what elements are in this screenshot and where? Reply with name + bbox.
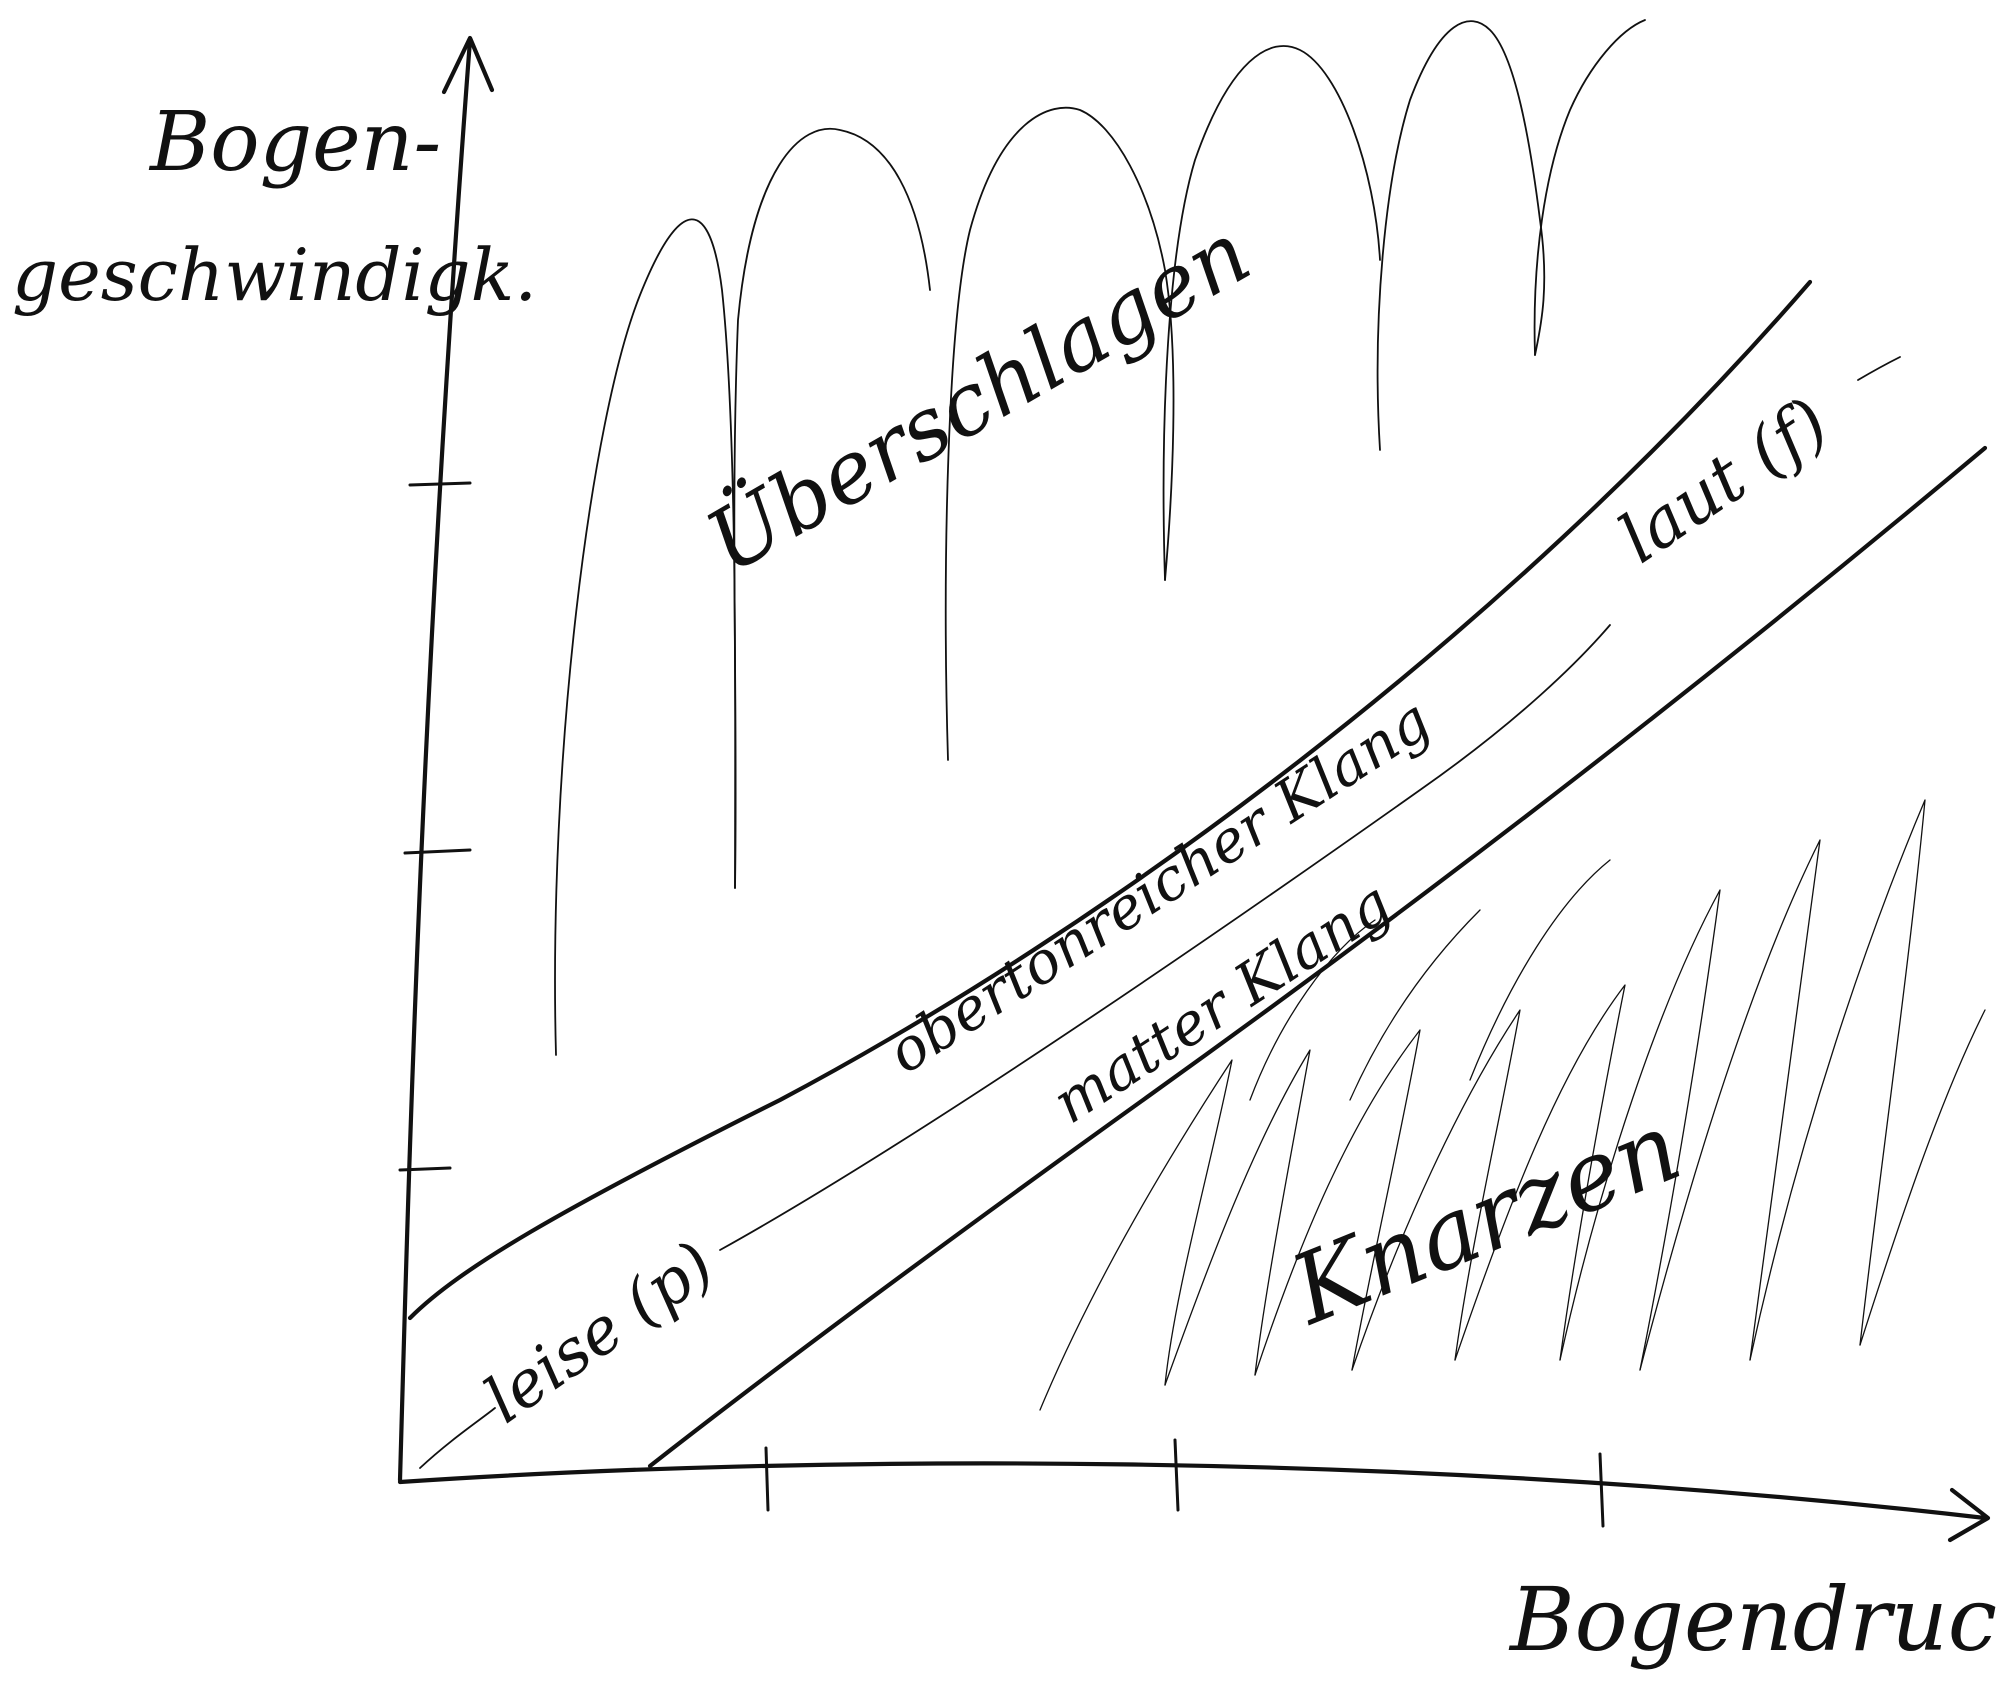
x-tick-3 — [1598, 1452, 1605, 1528]
y-axis-label-line1: Bogen- — [148, 95, 441, 190]
region-label-upper: Überschlagen — [690, 202, 1266, 593]
upper-loop-6 — [1533, 19, 1646, 356]
upper-boundary-line — [407, 279, 1813, 1321]
lower-zigzag-12 — [1469, 859, 1611, 1081]
dynamic-label-soft: leise (p) — [472, 1228, 728, 1438]
x-tick-2 — [1173, 1438, 1180, 1512]
lower-zigzag-5 — [1454, 984, 1626, 1361]
x-axis-arrowhead — [1947, 1487, 1991, 1543]
y-tick-2 — [403, 848, 472, 855]
x-axis-label: Bogendruck — [1508, 1568, 2000, 1671]
lower-zigzag-9 — [1859, 1009, 1986, 1346]
middle-line-left — [419, 1407, 496, 1469]
middle-line-center — [719, 624, 1611, 1251]
x-tick-1 — [764, 1446, 770, 1512]
y-axis — [397, 37, 473, 1483]
upper-loop-4 — [1162, 45, 1381, 581]
lower-zigzag-1 — [1039, 1059, 1233, 1411]
dynamic-label-loud: laut (f) — [1605, 383, 1843, 579]
lower-zigzag-7 — [1639, 839, 1821, 1371]
middle-line-right — [1857, 356, 1901, 381]
y-tick-3 — [408, 481, 472, 487]
lower-zigzag-2 — [1164, 1049, 1311, 1386]
lower-zigzag-4 — [1351, 1009, 1521, 1371]
axes — [397, 35, 1991, 1543]
y-axis-label-line2: geschwindigk. — [12, 233, 537, 317]
lower-zigzag-11 — [1349, 909, 1481, 1101]
y-tick-1 — [398, 1166, 452, 1172]
lower-zigzag-8 — [1749, 799, 1926, 1361]
lower-boundary-line — [647, 445, 1988, 1469]
upper-loop-3 — [944, 106, 1175, 761]
labels: Bogen- geschwindigk. Bogendruck Überschl… — [12, 95, 2000, 1671]
y-axis-arrowhead — [441, 35, 495, 95]
region-label-lower: Knarzen — [1275, 1090, 1695, 1347]
lower-region-hatching — [1039, 799, 1986, 1411]
upper-region-hatching — [554, 19, 1646, 1056]
band-boundaries — [407, 279, 1988, 1469]
upper-loop-5 — [1376, 20, 1546, 451]
x-axis — [397, 1461, 1988, 1521]
lower-zigzag-3 — [1254, 1029, 1421, 1376]
lower-zigzag-10 — [1249, 919, 1376, 1101]
lower-zigzag-6 — [1559, 889, 1721, 1371]
upper-loop-2 — [733, 127, 931, 889]
upper-loop-1 — [554, 218, 737, 1056]
